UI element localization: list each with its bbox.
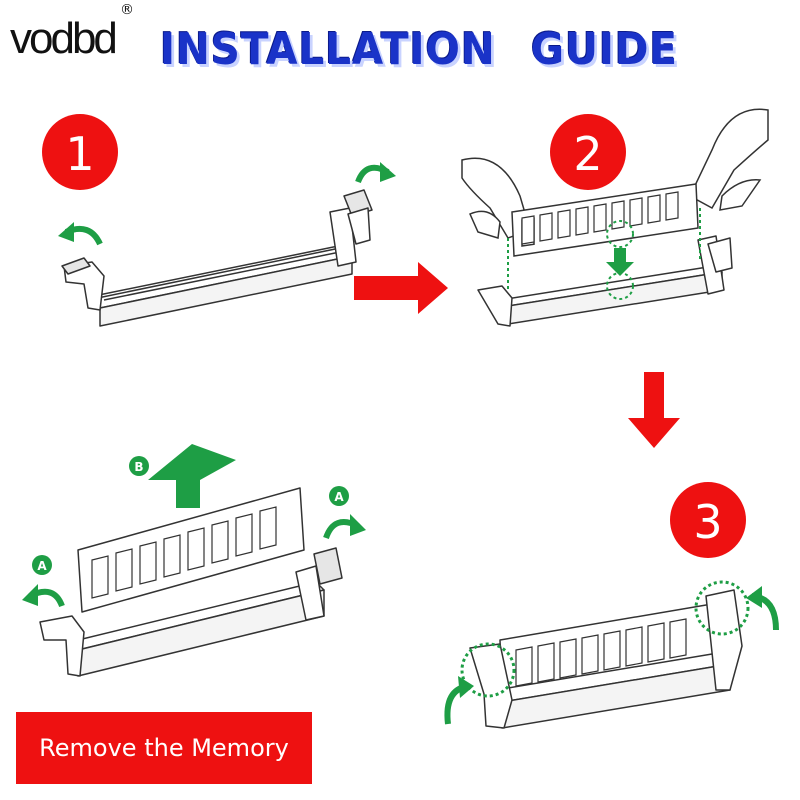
lift-up-arrow bbox=[148, 444, 236, 508]
memory-chips-installed bbox=[515, 618, 687, 687]
step-1-badge bbox=[42, 114, 118, 190]
memory-slot-release bbox=[39, 547, 343, 677]
step-1-panel: 1 bbox=[42, 114, 396, 327]
step-2-badge bbox=[550, 114, 626, 190]
memory-slot-open bbox=[61, 189, 373, 327]
step-3-badge bbox=[670, 482, 746, 558]
step-2-to-3-arrow bbox=[628, 372, 680, 448]
insert-down-arrow bbox=[606, 248, 634, 276]
page-title: INSTALLATION GUIDE bbox=[160, 24, 678, 75]
arrow-head bbox=[458, 676, 474, 698]
step-2-panel: 2 bbox=[461, 108, 769, 327]
marker-b-label: B bbox=[134, 460, 143, 474]
arrow-head bbox=[58, 222, 74, 242]
marker-b-badge bbox=[129, 456, 149, 476]
right-thumb bbox=[719, 179, 762, 211]
memory-chips-removed bbox=[91, 506, 277, 599]
remove-memory-label: Remove the Memory bbox=[16, 712, 312, 784]
marker-a-right-label: A bbox=[334, 490, 344, 504]
marker-a-left-badge bbox=[32, 555, 52, 575]
step-3-number: 3 bbox=[693, 495, 722, 549]
step-3-panel: 3 bbox=[444, 482, 779, 729]
arrow-head bbox=[746, 586, 762, 608]
step-1-to-2-arrow bbox=[354, 262, 448, 314]
arrow-head bbox=[380, 162, 396, 182]
step-2-number: 2 bbox=[573, 127, 602, 181]
brand-logo: VODBD bbox=[10, 14, 118, 63]
registered-mark: ® bbox=[120, 2, 134, 18]
arrow-head bbox=[22, 584, 38, 606]
notch-marker-top bbox=[606, 220, 634, 248]
step-1-number: 1 bbox=[65, 127, 94, 181]
latch-lock-marker-right bbox=[694, 580, 750, 636]
arrow-head bbox=[350, 514, 366, 536]
latch-lock-marker-left bbox=[460, 642, 516, 698]
marker-a-left-label: A bbox=[37, 559, 47, 573]
left-thumb bbox=[469, 210, 501, 239]
removal-panel: B A A bbox=[22, 444, 366, 677]
marker-a-right-badge bbox=[329, 486, 349, 506]
